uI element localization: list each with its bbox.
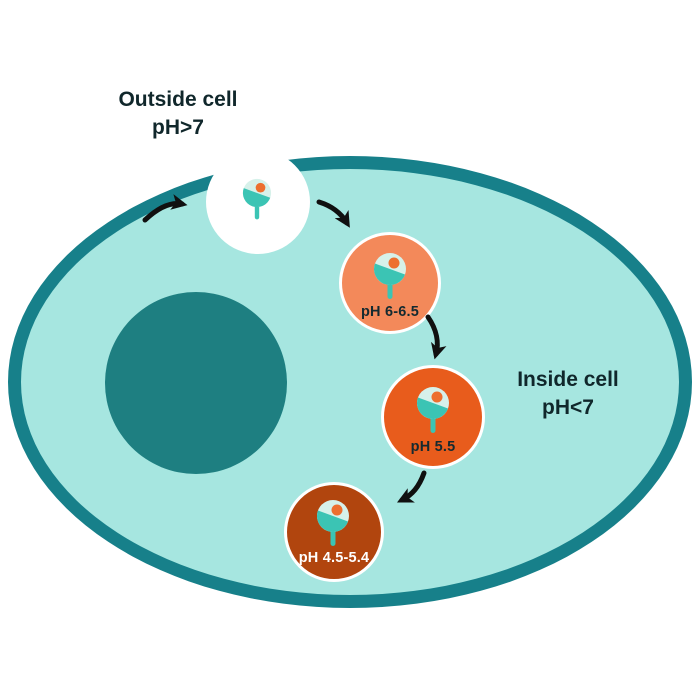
outside-cell-ph-label: pH>7 <box>152 115 204 139</box>
early-endosome-ph-label: pH 6-6.5 <box>360 304 419 320</box>
receptor-ligand-icon <box>242 178 272 220</box>
outside-cell-label-line1: Outside cell <box>118 88 238 111</box>
inside-cell-label: Inside cell pH<7 <box>468 366 668 422</box>
early-endosome: pH 6-6.5 <box>339 232 441 334</box>
receptor-ligand-icon <box>417 387 449 433</box>
receptor-ligand-icon <box>374 253 406 299</box>
receptor-ligand-icon <box>317 500 349 546</box>
inside-cell-ph-label: pH<7 <box>542 395 594 419</box>
outside-cell-label: Outside cell pH>7 <box>78 86 278 142</box>
inside-cell-label-line1: Inside cell <box>517 368 619 391</box>
late-endosome-ph-label: pH 5.5 <box>410 439 456 455</box>
nucleus <box>105 292 287 474</box>
lysosome-ph-label: pH 4.5-5.4 <box>298 550 370 566</box>
